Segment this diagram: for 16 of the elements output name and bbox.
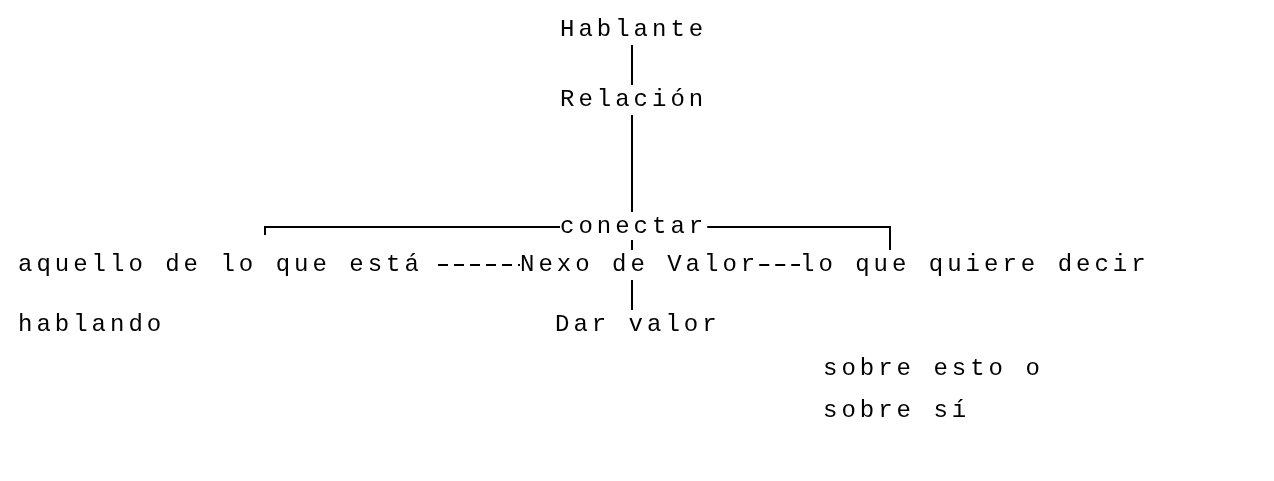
node-label: Relación [560, 85, 708, 115]
node-label: conectar [560, 212, 708, 242]
node-label: Dar valor [555, 310, 721, 340]
connector-line [264, 226, 561, 236]
node-label: Hablante [560, 15, 708, 45]
connector-line [631, 279, 633, 311]
node-label: lo que quiere decir [800, 250, 1150, 280]
node-label: Nexo de Valor [520, 250, 760, 280]
connector-line [631, 239, 633, 251]
connector-line [631, 44, 633, 86]
dashed-connector [758, 264, 801, 266]
dashed-connector [437, 264, 521, 266]
node-label: aquello de lo que está hablando [18, 250, 424, 340]
connector-line [706, 226, 891, 251]
node-label: sobre esto o sobre sí [823, 354, 1045, 426]
connector-line [631, 114, 633, 213]
